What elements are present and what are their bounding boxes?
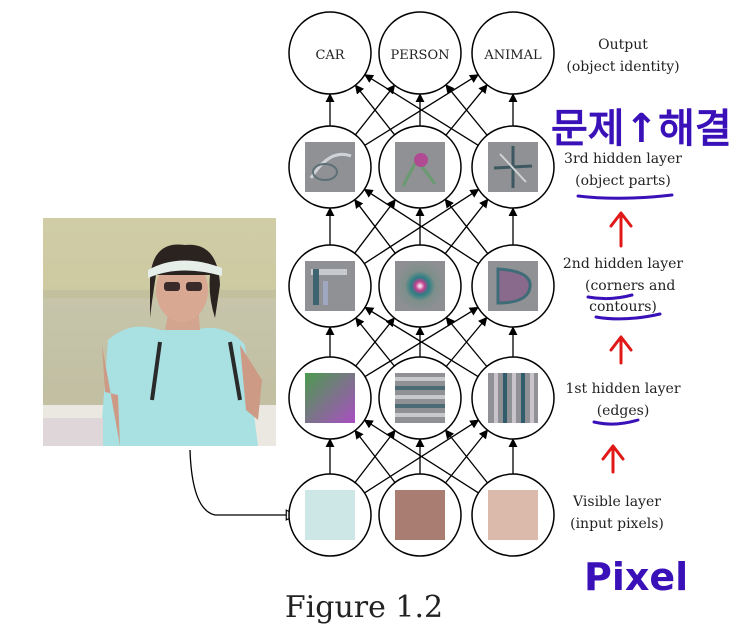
- visible-sublabel: (input pixels): [570, 516, 664, 532]
- figure-caption: Figure 1.2: [285, 590, 443, 625]
- output-layer-label: Output: [598, 37, 648, 53]
- edge-layer3-to-layer2-2-0: [364, 306, 479, 378]
- hidden1-label: 1st hidden layer: [565, 381, 680, 397]
- feature-tile-layer1-1: [395, 142, 445, 192]
- hidden2-sublabel-corners: (corners: [585, 278, 645, 294]
- edge-layer4-to-layer3-1-0: [354, 429, 396, 483]
- hidden2-sublabel-contours: contours): [589, 299, 657, 315]
- edge-layer1-to-layer0-1-0: [354, 84, 396, 136]
- output-layer-sublabel: (object identity): [566, 59, 679, 75]
- hidden3-sublabel: (object parts): [575, 173, 671, 189]
- feature-tile-layer2-2: [488, 261, 538, 311]
- edge-layer1-to-layer0-2-0: [364, 74, 479, 146]
- feature-tile-layer3-0: [305, 373, 355, 423]
- handwritten-underlines: [576, 193, 674, 426]
- visible-label: Visible layer: [572, 494, 661, 510]
- network-nodes: [288, 11, 555, 557]
- photo-to-input-arrow: [189, 449, 296, 515]
- output-node-animal: ANIMAL: [483, 48, 542, 63]
- hidden2-sublabel-and: and: [645, 278, 676, 294]
- feature-tile-layer3-2: [488, 373, 538, 423]
- hidden3-label: 3rd hidden layer: [564, 151, 682, 167]
- edge-layer4-to-layer3-2-0: [363, 419, 479, 494]
- edge-layer3-to-layer2-2-1: [445, 316, 488, 367]
- edge-layer2-to-layer1-2-1: [444, 198, 489, 255]
- feature-tile-layer2-0: [305, 261, 355, 311]
- node-layer0-2: [471, 11, 555, 95]
- feature-tile-layer1-2: [488, 142, 538, 192]
- node-layer0-1: [378, 11, 462, 95]
- edge-layer2-to-layer1-2-0: [363, 188, 479, 265]
- pixel-handwritten-note: Pixel: [584, 555, 688, 599]
- feature-tile-layer3-1: [395, 373, 445, 423]
- output-node-car: CAR: [315, 48, 345, 63]
- hidden2-sublabel: (corners and: [585, 278, 675, 294]
- input-photo: [43, 218, 276, 446]
- red-up-arrows: [601, 211, 633, 474]
- feature-tile-layer2-1: [395, 261, 445, 311]
- edge-layer3-to-layer2-1-0: [355, 317, 395, 367]
- edge-layer4-to-layer3-2-1: [444, 429, 489, 484]
- feature-tile-layer1-0: [305, 142, 355, 192]
- output-node-person: PERSON: [391, 48, 450, 63]
- feature-tile-layer4-2: [488, 490, 538, 540]
- hidden1-sublabel: (edges): [597, 403, 650, 419]
- hidden2-label: 2nd hidden layer: [563, 256, 684, 272]
- feature-tile-layer4-0: [305, 490, 355, 540]
- korean-handwritten-note: 문제↑해결: [551, 106, 732, 152]
- edge-layer2-to-layer1-1-0: [354, 198, 396, 254]
- edge-layer1-to-layer0-2-1: [445, 84, 488, 136]
- feature-tile-layer4-1: [395, 490, 445, 540]
- node-layer0-0: [288, 11, 372, 95]
- network-edges: [325, 74, 518, 494]
